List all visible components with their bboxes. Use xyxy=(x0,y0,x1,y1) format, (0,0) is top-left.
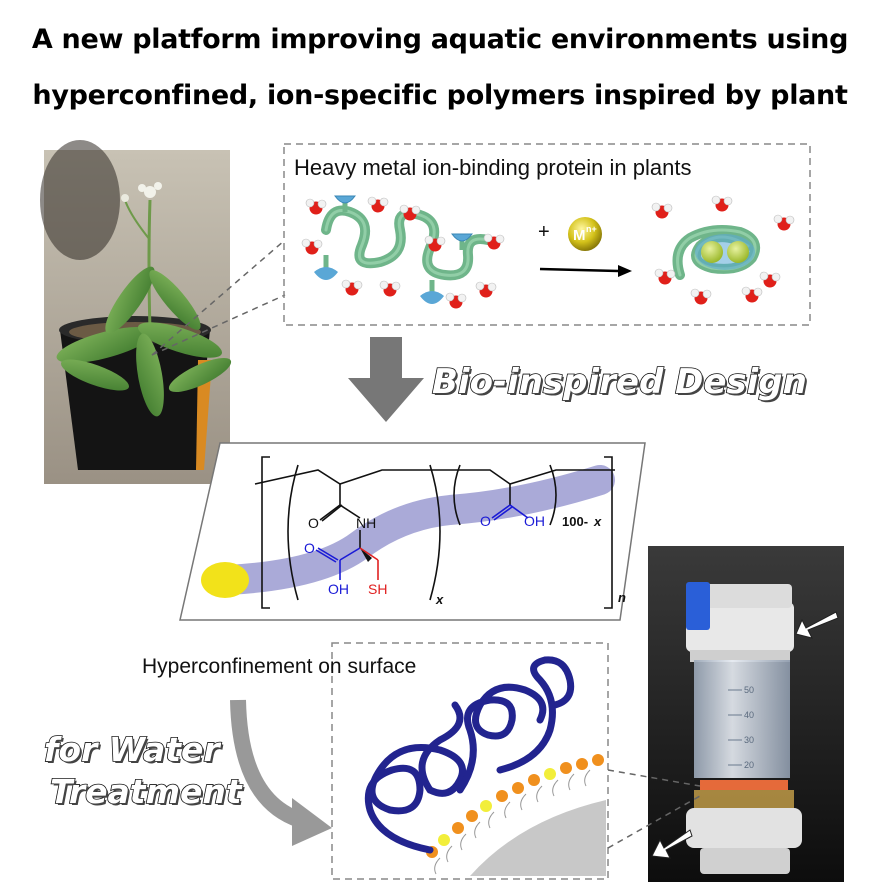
scale-mark-30: 30 xyxy=(744,735,754,745)
reaction-arrow-head xyxy=(618,265,632,277)
atom-sh: SH xyxy=(368,581,387,597)
treatment-arrow xyxy=(230,699,303,828)
plus-sign: + xyxy=(538,221,550,243)
zoom-line-lower xyxy=(151,294,286,356)
treatment-arrow-head xyxy=(292,798,332,846)
scale-mark-20: 20 xyxy=(744,760,754,770)
scale-mark-50: 50 xyxy=(744,685,754,695)
water-treatment-line-2: Treatment xyxy=(49,771,242,812)
subscript-n: n xyxy=(618,590,626,605)
water-treatment-line-1: for Water xyxy=(43,729,220,770)
protein-bound xyxy=(672,225,760,280)
subscript-100-minus: 100- xyxy=(562,514,588,529)
polymer-anchor xyxy=(201,562,249,598)
atom-o-acid-right: O xyxy=(480,513,491,529)
metal-ion-charge: n+ xyxy=(586,224,597,234)
bio-inspired-label: Bio-inspired Design xyxy=(431,361,807,403)
hyperconfinement-label: Hyperconfinement on surface xyxy=(142,655,417,678)
device-connector-upper xyxy=(607,769,701,787)
atom-o-amide: O xyxy=(308,515,319,531)
atom-o-acid-left: O xyxy=(304,540,315,556)
atom-nh: NH xyxy=(356,515,376,531)
atom-oh-left: OH xyxy=(328,581,349,597)
subscript-100-x: x xyxy=(593,514,602,529)
protein-panel-label: Heavy metal ion-binding protein in plant… xyxy=(294,155,692,180)
title-line-2: hyperconfined, ion-specific polymers ins… xyxy=(32,80,848,111)
device-photo: 50 40 30 20 xyxy=(648,546,844,882)
polymer-band xyxy=(213,465,615,595)
protein-unbound xyxy=(314,195,493,304)
membrane-surface xyxy=(426,754,606,876)
hyperconfinement-box xyxy=(331,642,609,880)
polymer-structure xyxy=(254,456,615,609)
hyperconfined-polymer xyxy=(364,656,575,854)
reaction-arrow xyxy=(539,267,619,273)
design-arrow xyxy=(348,337,424,422)
atom-oh-right: OH xyxy=(524,513,545,529)
protein-panel-box xyxy=(283,143,811,326)
subscript-x: x xyxy=(435,592,444,607)
scale-mark-40: 40 xyxy=(744,710,754,720)
plant-photo xyxy=(40,140,232,484)
device-connector-lower xyxy=(607,795,701,849)
metal-ion-symbol: M xyxy=(573,227,586,244)
zoom-line-upper xyxy=(151,239,286,356)
title-line-1: A new platform improving aquatic environ… xyxy=(31,24,849,55)
metal-ion xyxy=(568,217,602,251)
